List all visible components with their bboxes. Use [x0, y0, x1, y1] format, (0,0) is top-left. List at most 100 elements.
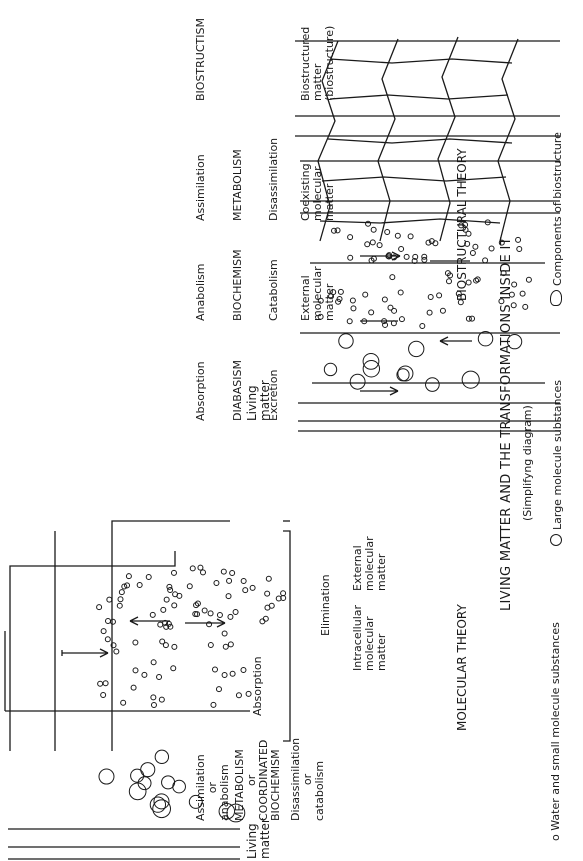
large-molecule: [409, 341, 424, 356]
small-molecule: [466, 316, 471, 321]
small-molecule: [399, 317, 404, 322]
large-molecule: [162, 776, 175, 789]
small-molecule: [348, 235, 353, 240]
small-molecule: [110, 619, 115, 624]
small-molecule: [222, 672, 227, 677]
small-molecule: [208, 643, 213, 648]
large-molecule: [141, 763, 155, 777]
legend-large-molecules: Large molecule substances: [550, 380, 564, 546]
small-molecule: [483, 258, 488, 263]
small-molecule: [216, 687, 221, 692]
small-molecule: [370, 240, 375, 245]
text-biochemism: BIOCHEMISM: [270, 740, 282, 821]
large-molecule: [155, 750, 168, 763]
small-molecule: [526, 277, 531, 282]
small-molecule: [243, 588, 248, 593]
small-molecule: [260, 619, 265, 624]
small-molecule: [350, 298, 355, 303]
small-molecule: [202, 608, 207, 613]
small-molecule: [133, 668, 138, 673]
small-molecule: [446, 279, 451, 284]
small-molecule: [164, 597, 169, 602]
small-molecule: [228, 614, 233, 619]
text-matter: matter: [376, 536, 388, 591]
small-molecule: [241, 667, 246, 672]
small-molecule: [265, 591, 270, 596]
large-molecule: [426, 378, 440, 392]
large-molecule: [397, 369, 409, 381]
small-molecule: [105, 637, 110, 642]
text-biostructure: (biostructure): [324, 26, 336, 101]
small-molecule: [399, 246, 404, 251]
biostructural-theory-heading: BIOSTRUCTURAL THEORY: [456, 148, 469, 301]
small-molecule: [489, 246, 494, 251]
large-circle-icon: [550, 534, 562, 546]
small-molecule: [151, 660, 156, 665]
small-molecule: [157, 674, 162, 679]
small-molecule: [241, 578, 246, 583]
small-molecule: [133, 640, 138, 645]
text-anabolism: anabolism: [219, 754, 231, 821]
small-molecule: [98, 681, 103, 686]
large-molecule: [398, 366, 413, 381]
bio-biostructured-label: Biostructured matter (biostructure): [300, 26, 336, 101]
molecular-theory-heading: MOLECULAR THEORY: [456, 604, 469, 731]
small-molecule: [440, 308, 445, 313]
bio-metabolism-label: METABOLISM: [232, 149, 244, 221]
molecular-elimination-label: Elimination: [320, 574, 332, 636]
small-molecule: [150, 612, 155, 617]
small-molecule: [214, 580, 219, 585]
small-molecule: [114, 649, 119, 654]
large-molecule: [324, 363, 336, 375]
caption-subtitle: (Simplifyng diagram): [522, 405, 534, 521]
large-molecule: [350, 374, 365, 389]
text-matter: matter: [324, 163, 336, 221]
small-molecule: [105, 619, 110, 624]
small-molecule: [208, 611, 213, 616]
bio-absorption-label: Absorption: [195, 361, 207, 421]
small-molecule: [369, 310, 374, 315]
small-molecule: [97, 605, 102, 610]
small-molecule: [217, 612, 222, 617]
large-molecule: [131, 769, 144, 782]
small-molecule: [160, 639, 165, 644]
legend-small-molecules: o Water and small molecule substances: [550, 622, 562, 841]
small-molecule: [119, 590, 124, 595]
small-molecule: [200, 570, 205, 575]
small-molecule: [101, 629, 106, 634]
text-large: Large molecule substances: [551, 380, 564, 530]
small-molecule: [146, 575, 151, 580]
small-molecule: [103, 681, 108, 686]
large-molecule: [150, 797, 165, 812]
small-molecule: [351, 306, 356, 311]
biostructism-label: BIOSTRUCTISM: [195, 18, 207, 101]
small-molecule: [385, 230, 390, 235]
large-molecule: [363, 361, 379, 377]
bio-biochemism-label: BIOCHEMISM: [232, 249, 244, 321]
small-molecule: [221, 569, 226, 574]
small-molecule: [250, 585, 255, 590]
molecular-living-matter-label: Living matter: [246, 818, 272, 859]
bio-assimilation-label: Assimilation: [195, 154, 207, 221]
text-matter: matter: [324, 266, 336, 321]
small-molecule: [230, 671, 235, 676]
small-molecule: [137, 583, 142, 588]
small-molecule: [230, 571, 235, 576]
small-molecule: [222, 631, 227, 636]
small-molecule: [398, 290, 403, 295]
small-molecule: [159, 697, 164, 702]
small-molecule: [126, 574, 131, 579]
small-molecule: [382, 297, 387, 302]
bio-diabasism-label: DIABASISM: [232, 360, 244, 421]
bio-coexisting-label: Coexisting molecular matter: [300, 163, 336, 221]
molecular-intracellular-label: Intracellular molecular matter: [352, 605, 388, 671]
small-molecule: [233, 610, 238, 615]
small-molecule: [131, 685, 136, 690]
molecular-external-label: External molecular matter: [352, 536, 388, 591]
small-molecule: [470, 250, 475, 255]
small-molecule: [158, 622, 163, 627]
bio-excretion-label: Excretion: [268, 370, 280, 421]
small-molecule: [335, 228, 340, 233]
small-molecule: [107, 597, 112, 602]
small-molecule: [428, 294, 433, 299]
